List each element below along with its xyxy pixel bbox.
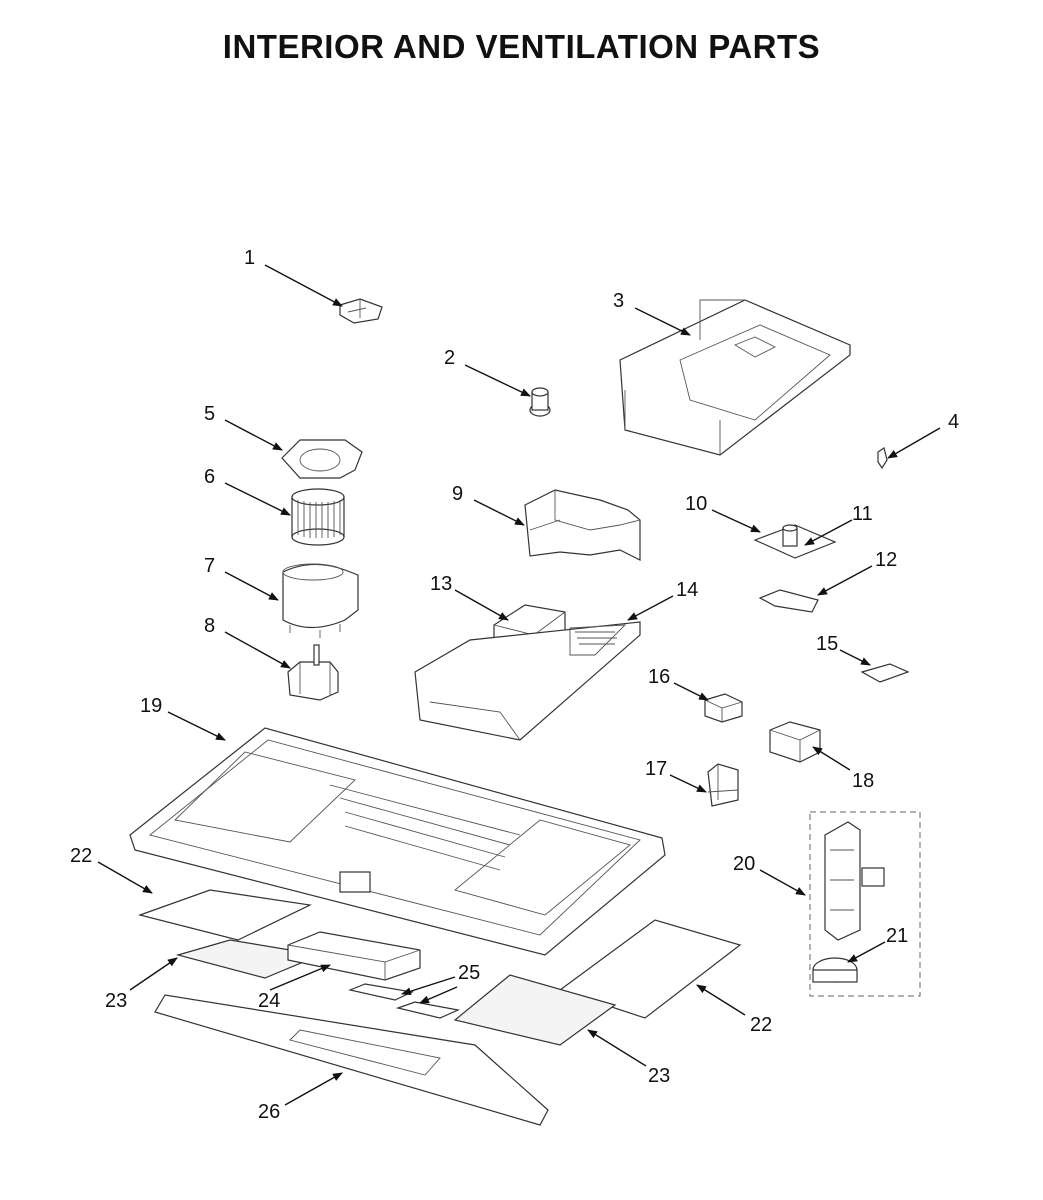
callout-23-left: 23 xyxy=(105,990,127,1012)
callout-24: 24 xyxy=(258,990,280,1012)
callout-13: 13 xyxy=(430,573,452,595)
part-19-bottom-plate[interactable] xyxy=(129,727,666,956)
callout-26: 26 xyxy=(258,1101,280,1123)
part-20-switch-assembly[interactable] xyxy=(824,821,885,941)
part-18-capacitor[interactable] xyxy=(769,721,821,763)
part-4-clip[interactable] xyxy=(877,447,888,470)
callout-9: 9 xyxy=(452,483,463,505)
part-26-vent-frame[interactable] xyxy=(154,994,549,1126)
part-2-plug[interactable] xyxy=(529,387,551,417)
callout-5: 5 xyxy=(204,403,215,425)
callout-16: 16 xyxy=(648,666,670,688)
callout-22-left: 22 xyxy=(70,845,92,867)
callout-20: 20 xyxy=(733,853,755,875)
callout-18: 18 xyxy=(852,770,874,792)
callout-8: 8 xyxy=(204,615,215,637)
part-15-small-plate[interactable] xyxy=(860,663,910,683)
part-3-bracket-frame[interactable] xyxy=(619,299,851,456)
callout-6: 6 xyxy=(204,466,215,488)
callout-4: 4 xyxy=(948,411,959,433)
part-17-bracket[interactable] xyxy=(707,763,739,807)
callout-labels: 1 2 3 4 5 6 7 8 9 10 11 12 13 14 15 16 1… xyxy=(70,247,959,1123)
leader-arrows xyxy=(97,264,941,1106)
part-22-filter-right[interactable] xyxy=(558,919,742,1019)
part-5-fan-plate[interactable] xyxy=(281,439,363,479)
part-8-motor[interactable] xyxy=(287,644,339,701)
part-25-lens[interactable] xyxy=(347,983,461,1019)
callout-21: 21 xyxy=(886,925,908,947)
part-16-bracket[interactable] xyxy=(704,693,743,723)
part-10-11-control-board[interactable] xyxy=(753,524,837,559)
callout-11: 11 xyxy=(852,503,873,525)
part-9-duct[interactable] xyxy=(524,489,641,561)
callout-19: 19 xyxy=(140,695,162,717)
part-20-21-group-box xyxy=(809,811,921,997)
callout-12: 12 xyxy=(875,549,897,571)
callout-25: 25 xyxy=(458,962,480,984)
callout-7: 7 xyxy=(204,555,215,577)
callout-10: 10 xyxy=(685,493,707,515)
part-7-blower-housing[interactable] xyxy=(282,563,359,638)
callout-15: 15 xyxy=(816,633,838,655)
callout-14: 14 xyxy=(676,579,698,601)
callout-3: 3 xyxy=(613,290,624,312)
part-23-panel-right[interactable] xyxy=(453,974,617,1046)
part-21-motor[interactable] xyxy=(812,957,858,983)
page-title: INTERIOR AND VENTILATION PARTS xyxy=(222,28,821,65)
part-6-blower-wheel[interactable] xyxy=(291,488,345,546)
callout-23-right: 23 xyxy=(648,1065,670,1087)
callout-17: 17 xyxy=(645,758,667,780)
callout-2: 2 xyxy=(444,347,455,369)
part-1-latch[interactable] xyxy=(339,298,383,324)
part-24-light-bracket[interactable] xyxy=(287,931,421,981)
part-14-base-plate[interactable] xyxy=(414,621,641,741)
part-22-filter-left[interactable] xyxy=(137,889,313,941)
part-12-board[interactable] xyxy=(758,589,819,613)
callout-1: 1 xyxy=(244,247,255,269)
callout-22-right: 22 xyxy=(750,1014,772,1036)
